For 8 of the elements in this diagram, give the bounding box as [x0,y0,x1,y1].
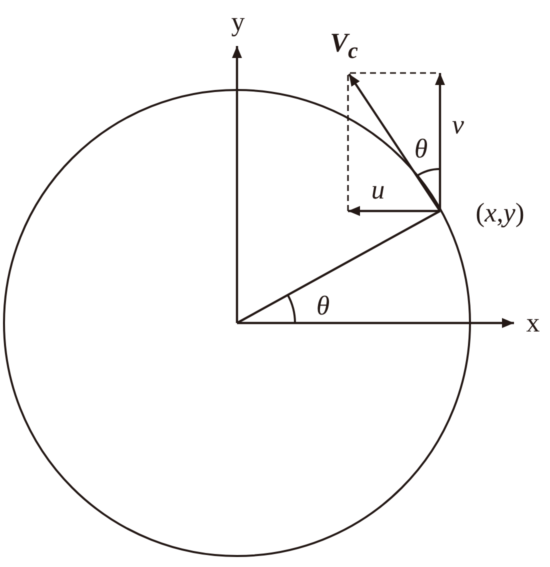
component-label: u [371,176,385,204]
vector-label: V$_{c}$ [330,30,358,62]
axis-label: y [231,8,245,36]
component-label: v [452,112,464,138]
point-label: (x,y) [476,200,524,226]
axis-label: x [526,310,540,336]
angle-label: θ [316,292,330,320]
angle-label: θ [414,136,428,162]
